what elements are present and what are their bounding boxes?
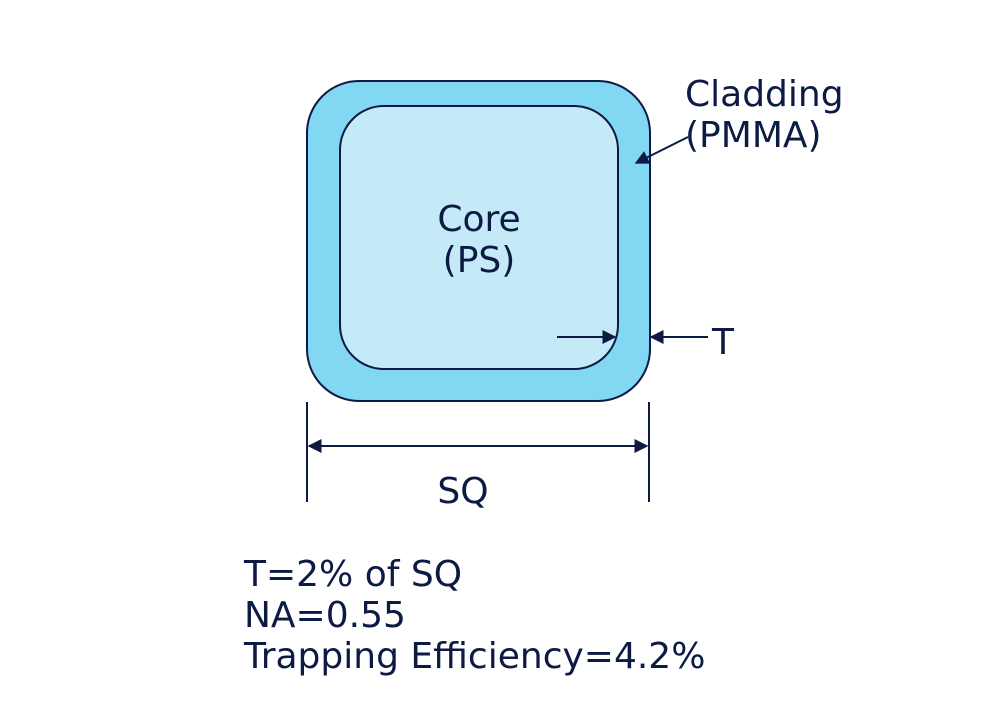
core-label-line1: Core [437,199,520,240]
note-trapping-efficiency: Trapping Efficiency=4.2% [243,636,705,677]
core-shape [339,105,619,370]
core-label-line2: (PS) [443,240,516,281]
width-label: SQ [437,471,488,512]
cladding-label-line2: (PMMA) [685,115,822,156]
thickness-label: T [711,322,735,363]
cladding-pointer-arrow [634,136,689,164]
note-na: NA=0.55 [244,595,406,636]
note-thickness: T=2% of SQ [243,554,462,595]
cladding-label-line1: Cladding [685,74,844,115]
